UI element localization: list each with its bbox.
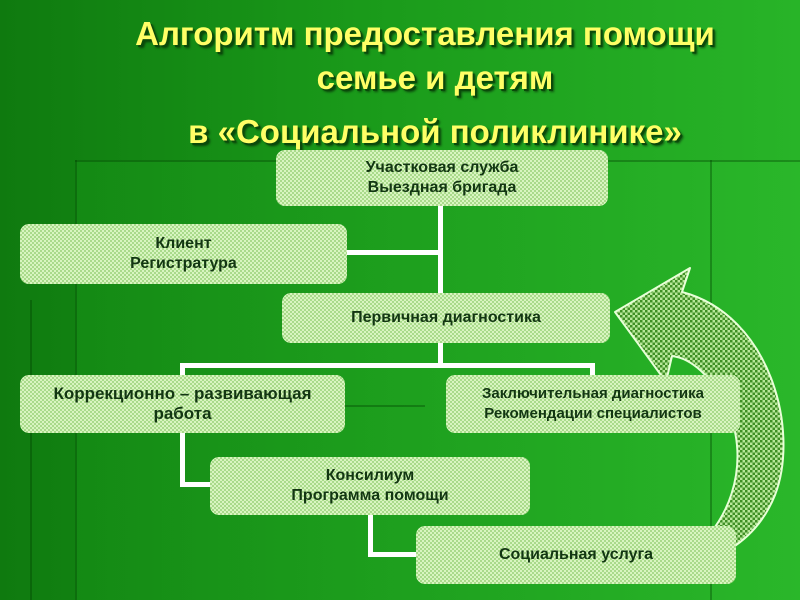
node-correction-work-line-2: работа (153, 404, 212, 423)
node-correction-work: Коррекционно – развивающая работа (20, 375, 345, 433)
connector-to-final (590, 363, 595, 378)
connector-to-correction (180, 363, 185, 378)
node-social-service: Социальная услуга (416, 526, 736, 584)
background-stripe (330, 405, 425, 407)
node-final-diagnostics: Заключительная диагностика Рекомендации … (446, 375, 740, 433)
connector-correction-down (180, 430, 185, 485)
node-correction-work-line-1: Коррекционно – развивающая (53, 384, 312, 403)
title-line-2: семье и детям (316, 59, 554, 96)
connector-main-trunk (438, 200, 443, 300)
connector-to-social (368, 552, 418, 557)
node-client-line-2: Регистратура (130, 255, 237, 272)
node-primary-diagnostics: Первичная диагностика (282, 293, 610, 343)
node-final-diagnostics-line-1: Заключительная диагностика (481, 385, 704, 402)
node-final-diagnostics-line-2: Рекомендации специалистов (484, 405, 702, 422)
node-social-service-line-1: Социальная услуга (498, 546, 654, 563)
node-district-service: Участковая служба Выездная бригада (276, 150, 608, 206)
node-primary-diagnostics-line-1: Первичная диагностика (351, 309, 541, 326)
node-council: Консилиум Программа помощи (210, 457, 530, 515)
connector-council-down (368, 512, 373, 557)
node-client-line-1: Клиент (155, 235, 212, 252)
connector-primary-down (438, 338, 443, 368)
title-line-3: в «Социальной поликлинике» (188, 113, 682, 150)
node-council-line-1: Консилиум (325, 467, 415, 484)
slide-title: Алгоритм предоставления помощи семье и д… (0, 12, 800, 154)
background-stripe (30, 300, 32, 600)
connector-to-council (180, 482, 212, 487)
connector-split-horizontal (180, 363, 595, 368)
node-district-service-line-2: Выездная бригада (367, 179, 517, 196)
node-client: Клиент Регистратура (20, 224, 347, 284)
connector-client (345, 250, 440, 255)
node-district-service-line-1: Участковая служба (365, 159, 519, 176)
node-council-line-2: Программа помощи (291, 487, 449, 504)
title-line-1: Алгоритм предоставления помощи (135, 15, 715, 52)
